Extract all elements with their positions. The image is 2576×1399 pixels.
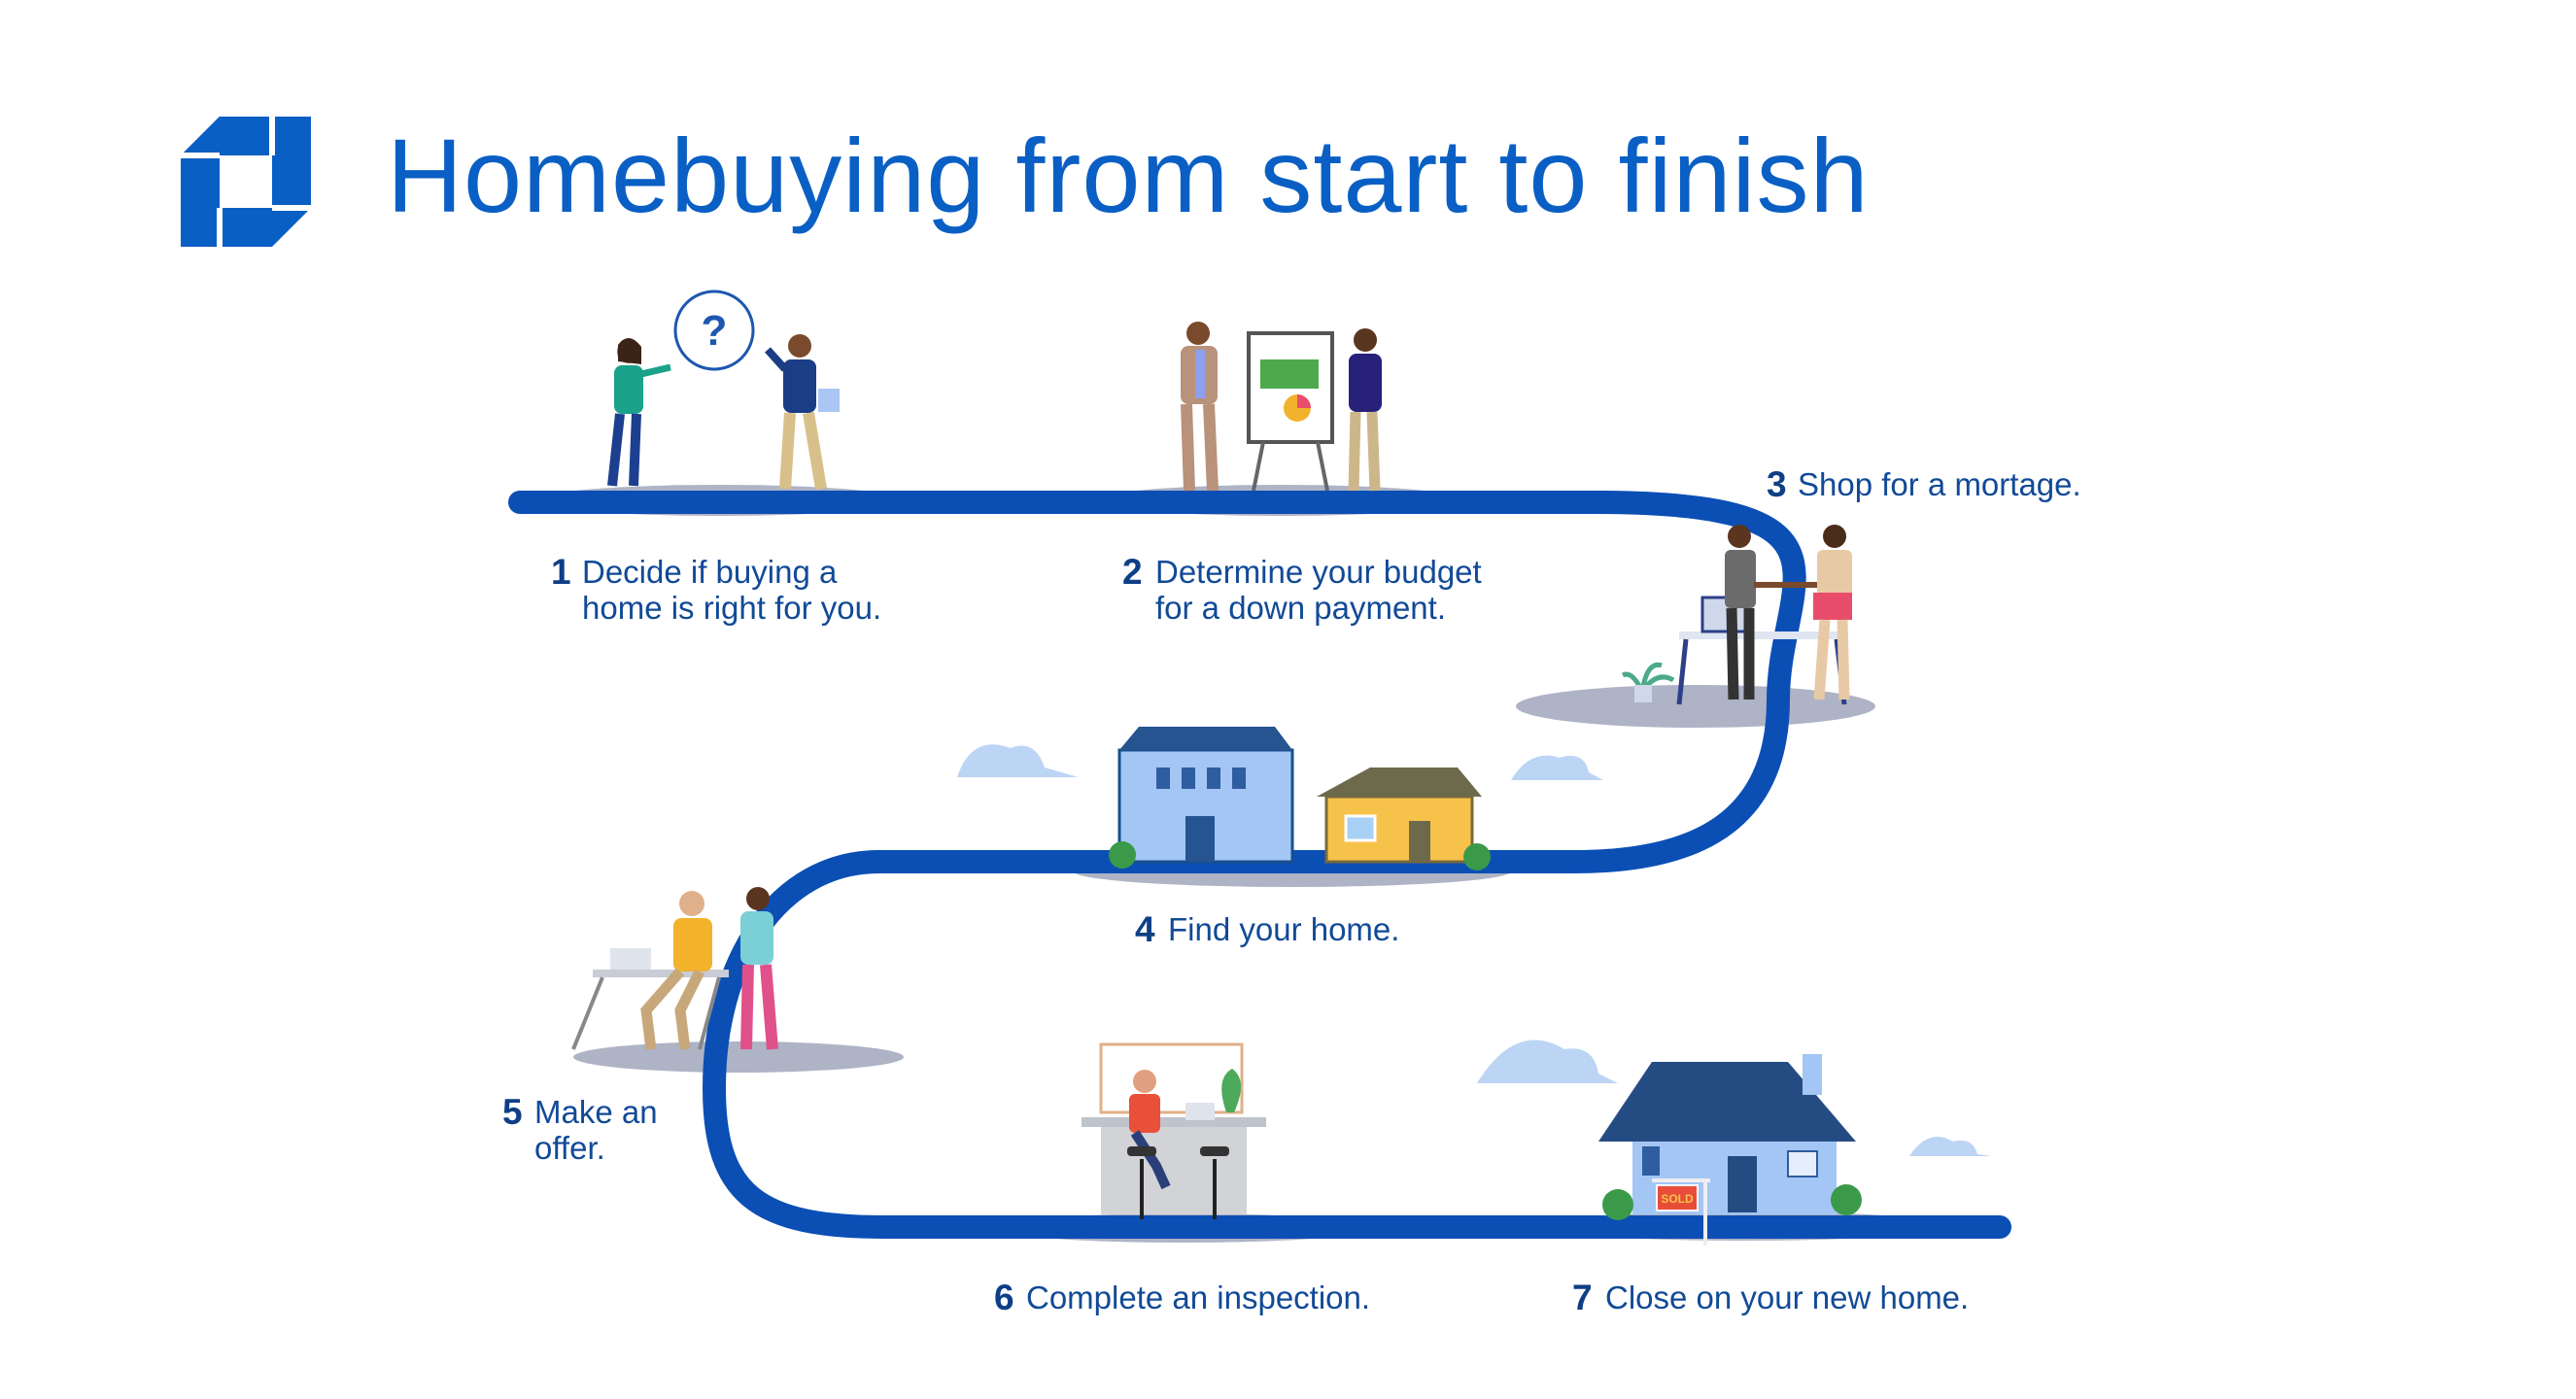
step1-people-icon: ? xyxy=(607,290,840,490)
step-number: 5 xyxy=(502,1092,523,1132)
step2-presentation-icon xyxy=(1181,322,1382,492)
step-number: 4 xyxy=(1135,909,1155,949)
step-number: 2 xyxy=(1122,552,1143,592)
step-text-line: Complete an inspection. xyxy=(1026,1280,1371,1315)
step3-handshake-icon xyxy=(1621,525,1852,705)
step-text-line: offer. xyxy=(534,1130,605,1166)
step-text-line: home is right for you. xyxy=(582,590,882,626)
sold-sign-text: SOLD xyxy=(1661,1192,1694,1206)
step-text-line: Shop for a mortage. xyxy=(1798,466,2081,502)
step-text-line: Make an xyxy=(534,1094,658,1130)
step-text-line: Determine your budget xyxy=(1155,554,1482,590)
step6-inspection-icon xyxy=(1082,1042,1266,1219)
cloud-icons xyxy=(957,744,1992,1156)
step-number: 6 xyxy=(994,1278,1014,1317)
step7-house-icon: SOLD xyxy=(1598,1054,1862,1245)
step5-offer-icon xyxy=(571,887,778,1050)
question-mark-text: ? xyxy=(702,307,728,355)
chase-logo-icon xyxy=(181,117,311,247)
step-text-line: Close on your new home. xyxy=(1605,1280,1970,1315)
step-text-line: Decide if buying a xyxy=(582,554,838,590)
page-title: Homebuying from start to finish xyxy=(387,117,1870,234)
step4-houses-icon xyxy=(1109,727,1491,870)
step-text-line: Find your home. xyxy=(1168,911,1400,947)
step-number: 3 xyxy=(1767,464,1787,504)
journey-path xyxy=(508,491,2011,1239)
step-number: 7 xyxy=(1572,1278,1593,1317)
step-text-line: for a down payment. xyxy=(1155,590,1446,626)
step-number: 1 xyxy=(551,552,571,592)
